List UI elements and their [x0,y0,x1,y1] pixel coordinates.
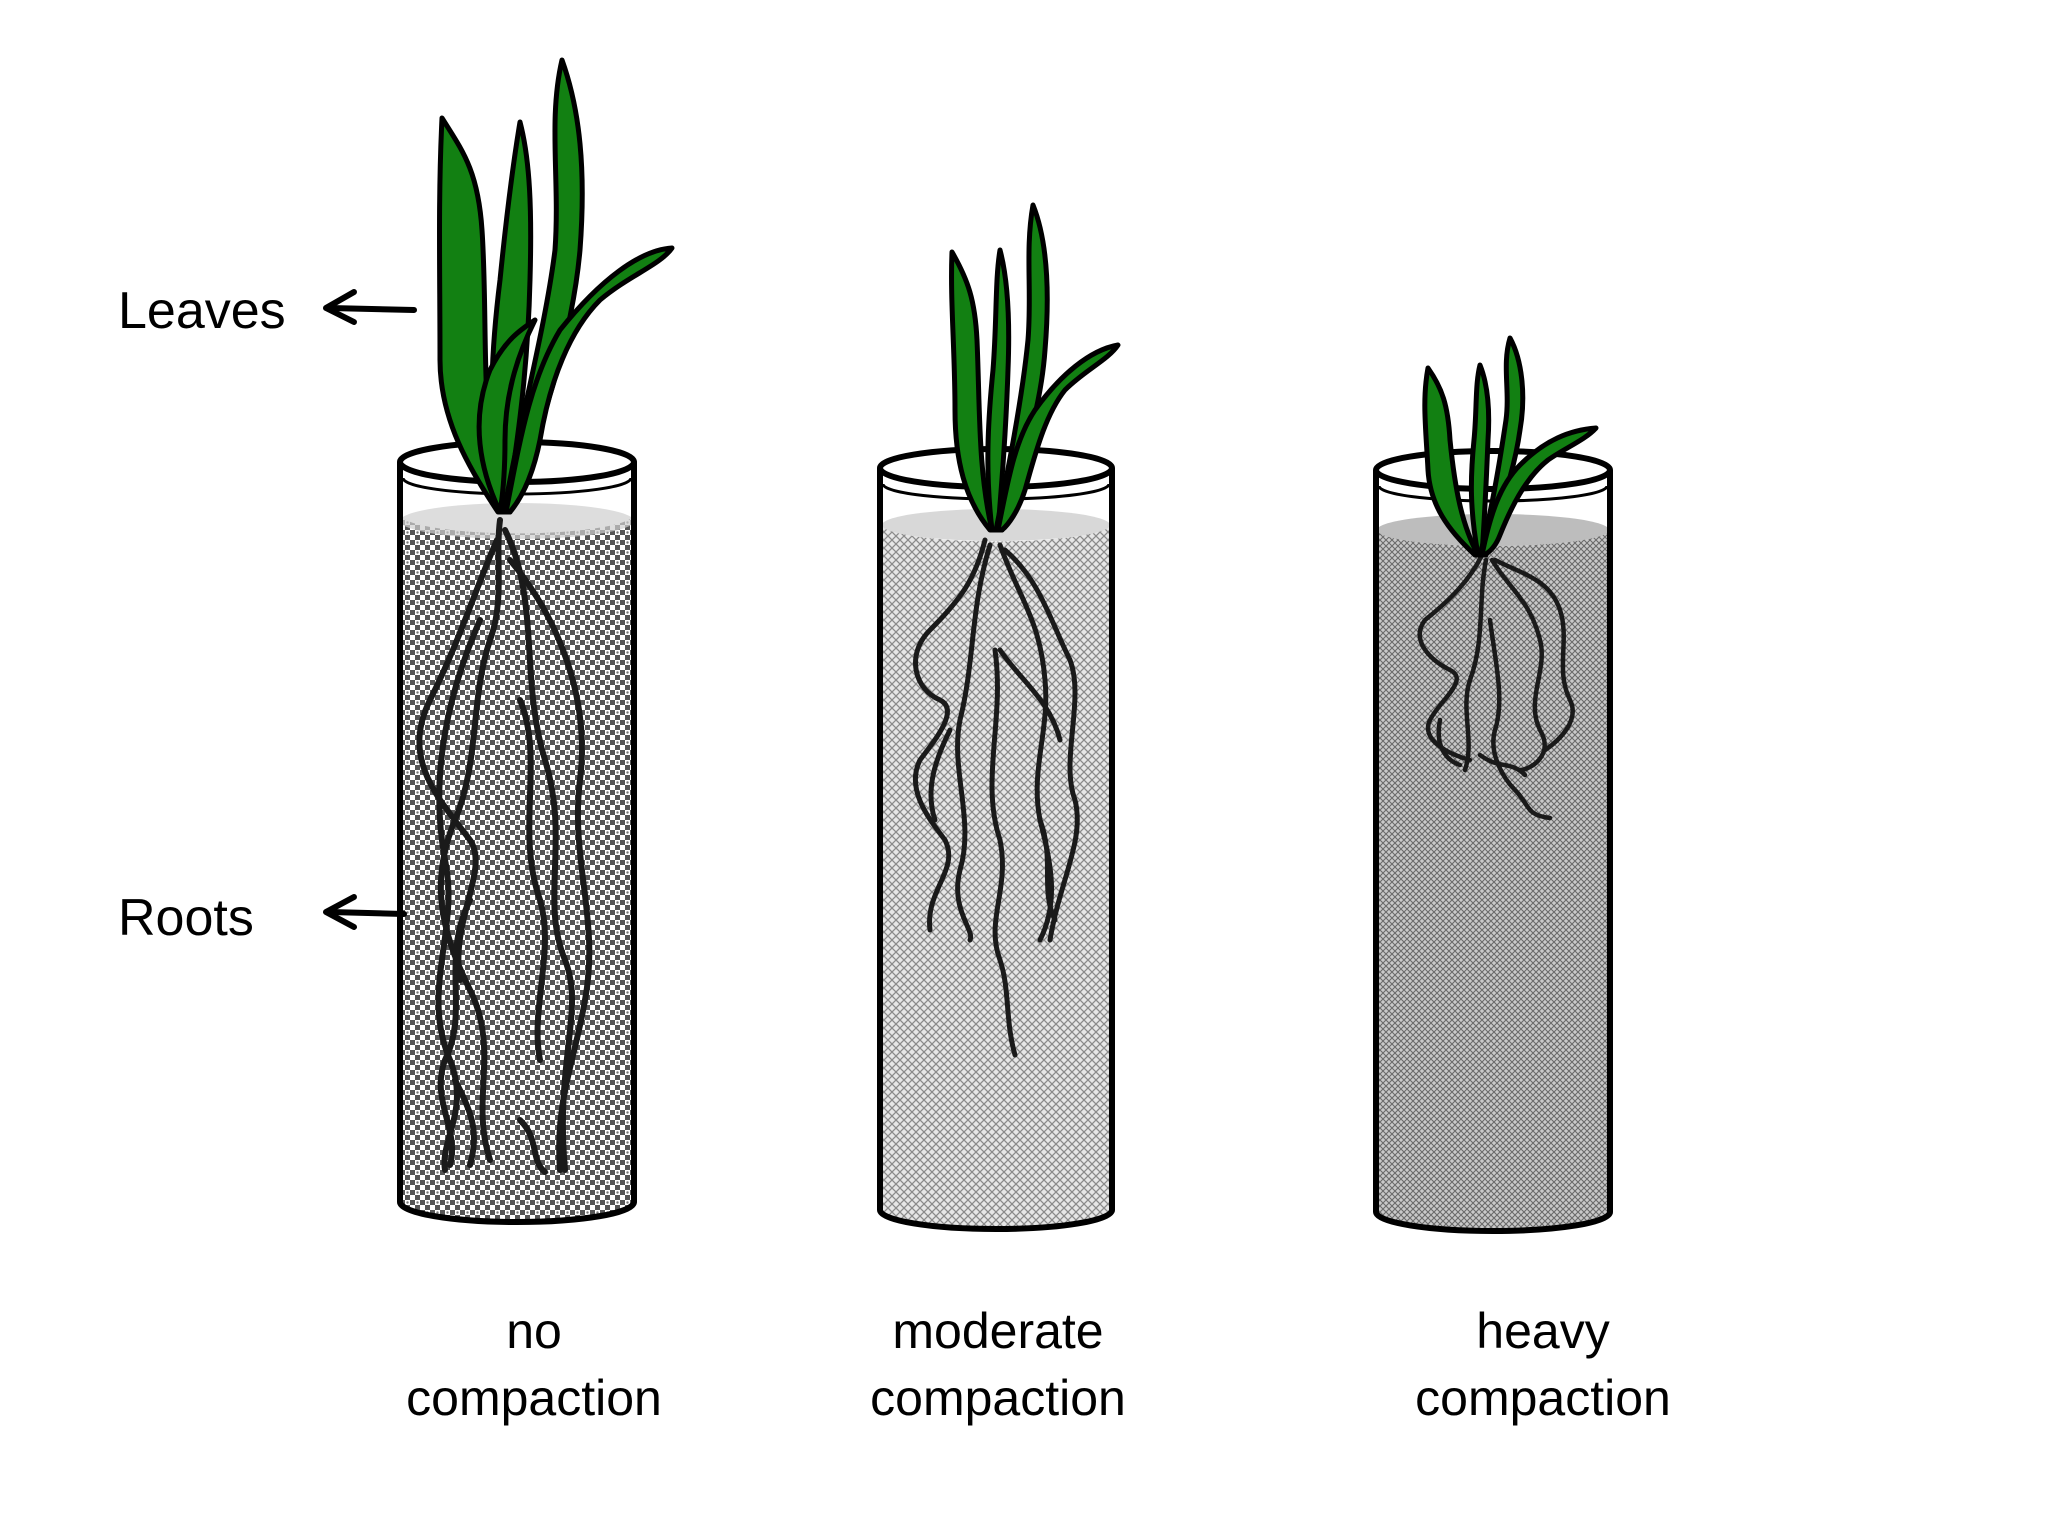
soil-moderate-compaction [880,523,1112,1229]
caption-moderate-line1: moderate [892,1303,1103,1359]
caption-no-line1: no [506,1303,562,1359]
roots-arrow [326,897,404,927]
column-no-compaction: no compaction [400,60,672,1426]
caption-moderate-line2: compaction [870,1370,1126,1426]
caption-heavy-line2: compaction [1415,1370,1671,1426]
leaves-arrow [326,292,414,322]
column-heavy-compaction: heavy compaction [1376,338,1671,1426]
column-moderate-compaction: moderate compaction [870,205,1126,1426]
caption-heavy-line1: heavy [1476,1303,1609,1359]
leaves-label: Leaves [118,282,286,340]
roots-label: Roots [118,889,254,947]
caption-no-line2: compaction [406,1370,662,1426]
soil-no-compaction [400,516,634,1219]
